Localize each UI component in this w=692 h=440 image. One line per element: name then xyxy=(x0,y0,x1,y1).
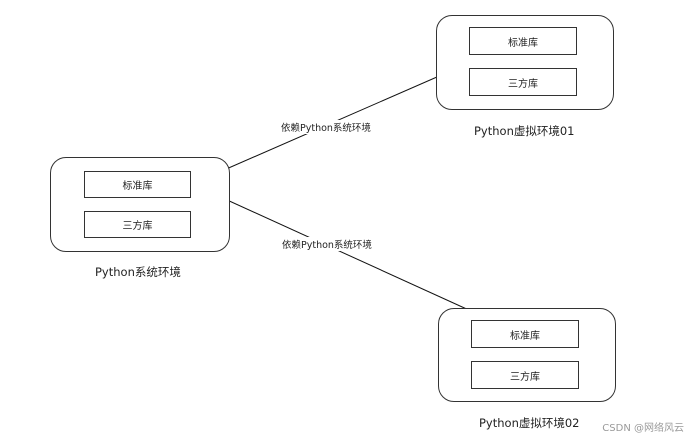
venv02-std-lib-label: 标准库 xyxy=(510,330,540,342)
watermark: CSDN @网络风云 xyxy=(602,423,684,434)
edge-label-venv02: 依赖Python系统环境 xyxy=(281,237,373,251)
venv01-box[interactable]: 标准库 三方库 xyxy=(436,15,614,110)
venv01-label: Python虚拟环境01 xyxy=(474,124,575,138)
system-third-lib[interactable]: 三方库 xyxy=(84,211,191,238)
venv02-third-lib-label: 三方库 xyxy=(510,371,540,383)
venv01-std-lib-label: 标准库 xyxy=(508,37,538,49)
system-env-box[interactable]: 标准库 三方库 xyxy=(50,157,230,252)
edge-label-venv01: 依赖Python系统环境 xyxy=(280,120,372,134)
system-third-lib-label: 三方库 xyxy=(122,221,153,232)
system-std-lib[interactable]: 标准库 xyxy=(84,171,191,198)
venv01-third-lib-label: 三方库 xyxy=(508,78,538,90)
venv02-third-lib[interactable]: 三方库 xyxy=(471,361,579,389)
venv02-std-lib[interactable]: 标准库 xyxy=(471,320,579,348)
venv01-std-lib[interactable]: 标准库 xyxy=(469,27,577,55)
edge-venv02-to-system xyxy=(191,183,494,322)
venv01-third-lib[interactable]: 三方库 xyxy=(469,68,577,96)
venv02-box[interactable]: 标准库 三方库 xyxy=(438,308,616,402)
system-env-label: Python系统环境 xyxy=(95,265,181,279)
venv02-label: Python虚拟环境02 xyxy=(479,416,580,430)
system-std-lib-label: 标准库 xyxy=(122,181,153,192)
